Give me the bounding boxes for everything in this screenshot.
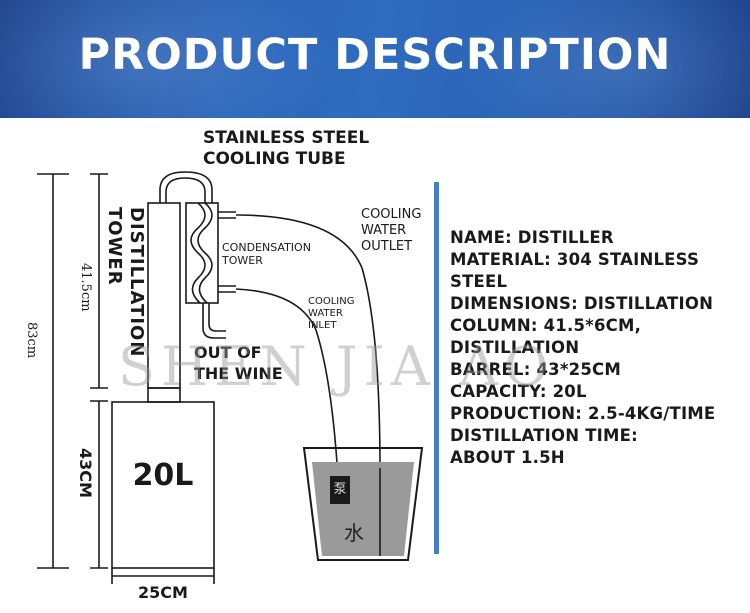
dimension-83-line — [37, 173, 69, 569]
spec-line: ABOUT 1.5H — [450, 448, 565, 467]
spec-line: MATERIAL: 304 STAINLESS — [450, 250, 700, 269]
spec-line: COLUMN: 41.5*6CM, — [450, 316, 642, 335]
inlet-hose — [235, 288, 339, 479]
page-title: PRODUCT DESCRIPTION — [78, 30, 672, 80]
dimension-25-line — [111, 568, 215, 584]
barrel-height-label: 43CM — [76, 448, 95, 498]
barrel-width-label: 25CM — [138, 583, 188, 602]
dimension-43-line — [90, 400, 108, 569]
accent-bar — [434, 182, 439, 554]
distillation-column — [147, 202, 181, 389]
barrel-neck — [147, 387, 181, 403]
spec-line: DIMENSIONS: DISTILLATION — [450, 294, 714, 313]
total-height-label: 83cm — [24, 322, 39, 359]
spec-line: DISTILLATION — [450, 338, 580, 357]
condenser-coil-inner — [197, 202, 213, 304]
outlet-hose — [235, 214, 381, 471]
cooling-tube-arc-inner — [165, 177, 206, 203]
spec-line: STEEL — [450, 272, 508, 291]
wine-outlet-pipe-inner — [208, 303, 226, 332]
pump — [330, 476, 350, 504]
condenser-jacket — [185, 202, 219, 304]
wine-outlet-pipe — [202, 303, 226, 339]
cooling-tube-arc — [159, 171, 213, 203]
spec-line: PRODUCTION: 2.5-4KG/TIME — [450, 404, 716, 423]
pump-label: 泵 — [333, 482, 347, 497]
distiller-diagram — [37, 171, 439, 584]
wine-outlet-label: OUT OF THE WINE — [194, 343, 283, 383]
spec-line: BARREL: 43*25CM — [450, 360, 621, 379]
spec-list: NAME: DISTILLER MATERIAL: 304 STAINLESS … — [450, 227, 746, 469]
bucket — [302, 447, 424, 561]
header-banner: PRODUCT DESCRIPTION — [0, 0, 750, 118]
cooling-water-outlet-label: COOLING WATER OUTLET — [361, 207, 422, 254]
cooling-water-inlet-label: COOLING WATER INLET — [308, 296, 355, 331]
distillation-tower-label: DISTILLATION TOWER — [104, 207, 147, 358]
condensation-tower-label: CONDENSATION TOWER — [222, 241, 311, 267]
water-label: 水 — [344, 521, 364, 545]
barrel-capacity-label: 20L — [132, 458, 194, 493]
spec-line: DISTILLATION TIME: — [450, 426, 638, 445]
spec-line: CAPACITY: 20L — [450, 382, 587, 401]
spec-line: NAME: DISTILLER — [450, 228, 614, 247]
condenser-coil — [190, 202, 206, 304]
tower-height-label: 41.5cm — [78, 263, 93, 312]
cooling-tube-label: STAINLESS STEEL COOLING TUBE — [203, 128, 370, 169]
dimension-41-line — [90, 173, 108, 389]
